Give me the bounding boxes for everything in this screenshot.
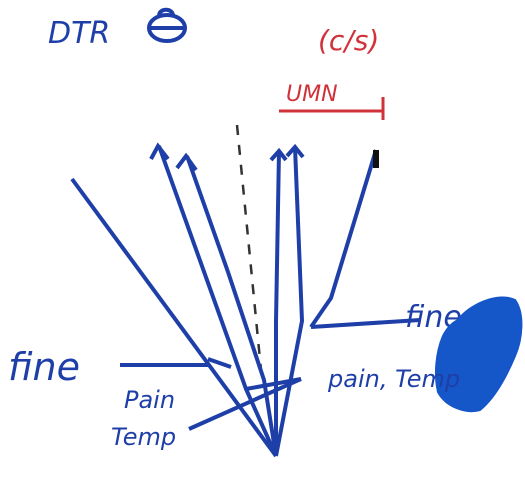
label-umn: UMN [286,82,338,107]
label-pain-temp-right: pain, Temp [327,365,460,393]
label-temp-left: Temp [111,423,176,451]
label-dtr: DTR [48,16,110,51]
label-pain-left: Pain [124,386,175,414]
right-filled-blob [434,296,523,412]
label-fine-left: fine [8,345,80,389]
pathway-lines [70,142,421,458]
label-cs: (c/s) [318,24,379,57]
dashed-midline [235,124,264,381]
dtr-symbol [147,7,187,43]
